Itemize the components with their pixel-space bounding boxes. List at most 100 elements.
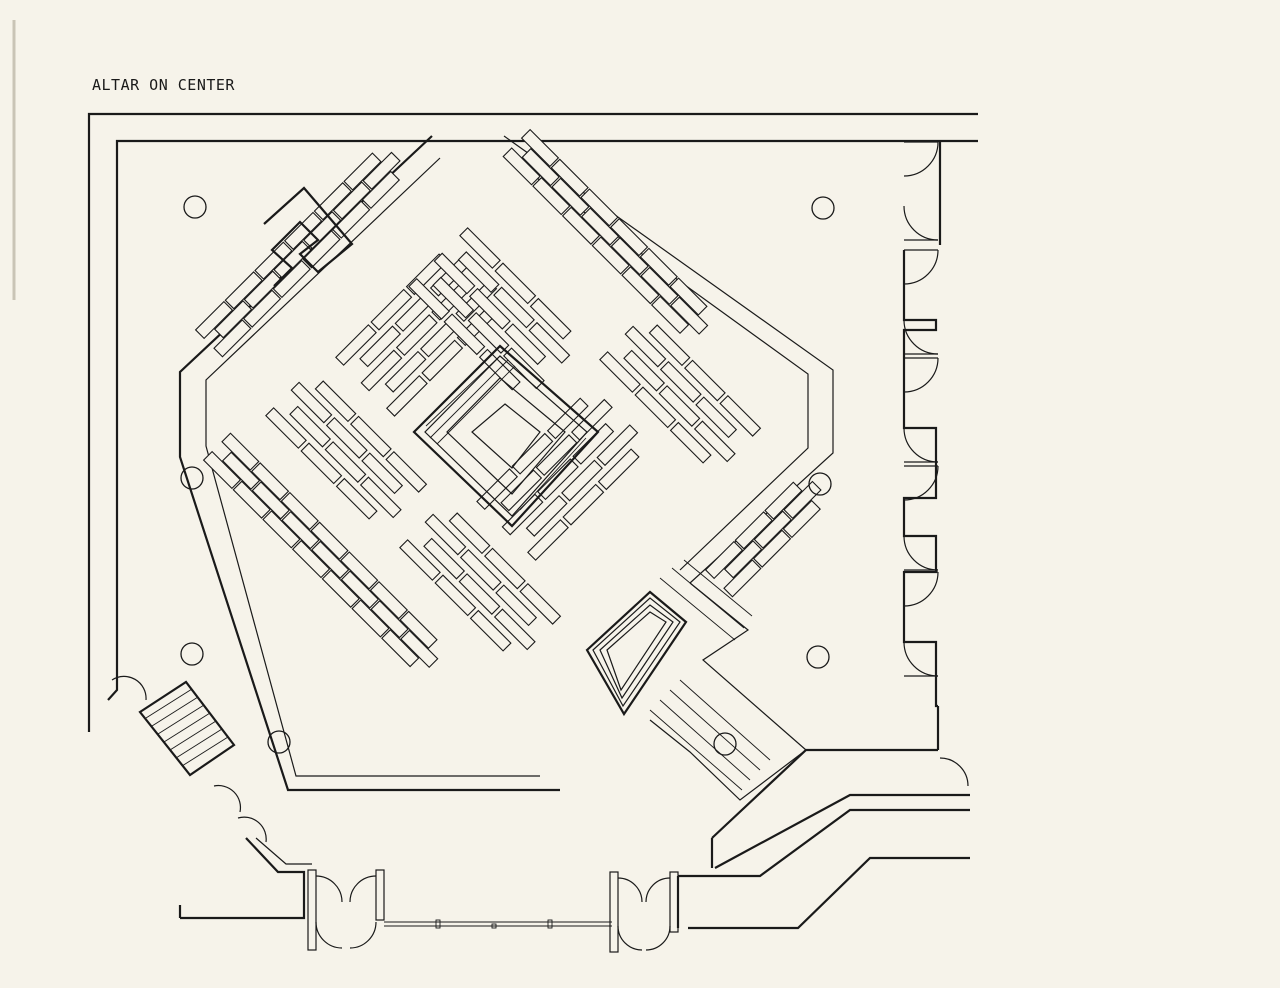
pew [650, 295, 690, 335]
pew [528, 321, 571, 364]
plan-title: ALTAR ON CENTER [92, 76, 235, 94]
pew [265, 407, 307, 449]
pew [311, 540, 350, 579]
pew [521, 147, 560, 187]
pew [546, 397, 589, 440]
pew [734, 511, 773, 550]
pew [580, 207, 620, 246]
bay-wall [902, 250, 938, 708]
pew [580, 188, 619, 227]
pew [314, 380, 357, 423]
pew [359, 325, 402, 368]
pew [536, 458, 579, 501]
pew [457, 251, 500, 294]
pew [561, 459, 603, 502]
pew [221, 432, 260, 471]
column [808, 472, 832, 496]
pew [483, 547, 526, 590]
pew [764, 481, 803, 520]
pew [290, 381, 333, 424]
pew [659, 360, 702, 403]
pew [500, 469, 543, 512]
door-swing [903, 465, 939, 501]
door-swing [903, 141, 939, 177]
pew [432, 276, 475, 319]
door-swing [903, 427, 939, 463]
pew [478, 348, 521, 391]
pew-groups [194, 128, 822, 669]
riser-detail [263, 186, 354, 287]
pew [609, 217, 649, 257]
door-swing [903, 357, 939, 393]
pew [434, 574, 477, 617]
pew [610, 237, 649, 276]
outer-walls [87, 112, 978, 732]
pew [281, 510, 320, 550]
pew [493, 286, 535, 329]
pew [704, 540, 744, 580]
column [713, 732, 737, 756]
pew [525, 494, 568, 537]
pew [591, 236, 630, 275]
pew [423, 537, 466, 580]
pew [519, 582, 562, 625]
pew [476, 468, 519, 511]
pew [332, 200, 371, 239]
pew [399, 539, 441, 581]
pew [562, 483, 605, 526]
pew [324, 441, 367, 483]
pew [385, 450, 428, 493]
entry-doors-left [111, 675, 312, 920]
door-swing [903, 319, 939, 355]
pew [670, 296, 709, 335]
pew [194, 300, 234, 340]
pew [213, 319, 252, 358]
pew [535, 434, 578, 477]
pew [458, 573, 501, 615]
pew [494, 262, 537, 305]
pew [495, 584, 538, 627]
pew [527, 519, 569, 561]
pew [340, 570, 380, 609]
pew [443, 313, 486, 356]
pew [262, 510, 301, 549]
pew [424, 513, 467, 556]
pew [621, 266, 660, 305]
pew [335, 324, 377, 366]
pew [362, 151, 401, 190]
pew [384, 350, 427, 393]
column [267, 730, 291, 754]
pew [370, 288, 413, 331]
columns [180, 195, 835, 756]
stairs-lower-left [138, 680, 236, 777]
pew [361, 170, 401, 210]
pew [351, 599, 390, 638]
pew [300, 442, 343, 485]
pew [719, 394, 762, 437]
pew [752, 529, 792, 568]
pew [224, 271, 263, 310]
pew [273, 240, 312, 280]
pew [232, 480, 271, 519]
pew [421, 339, 464, 382]
pew [272, 259, 311, 299]
pew [289, 405, 332, 448]
pew [695, 396, 738, 439]
column [811, 196, 835, 220]
pew [202, 450, 242, 490]
pew [280, 491, 319, 531]
column [806, 645, 830, 669]
pew [400, 629, 439, 669]
pew [669, 277, 708, 316]
pew [561, 206, 601, 245]
right-door-bays [902, 141, 939, 708]
pew [599, 351, 641, 393]
pew [683, 359, 726, 402]
pew [551, 177, 590, 216]
pew [213, 300, 253, 339]
pew [361, 452, 404, 495]
door-swing [903, 641, 939, 677]
choir-platform [585, 559, 807, 801]
pew [359, 476, 402, 519]
pew [550, 158, 589, 197]
